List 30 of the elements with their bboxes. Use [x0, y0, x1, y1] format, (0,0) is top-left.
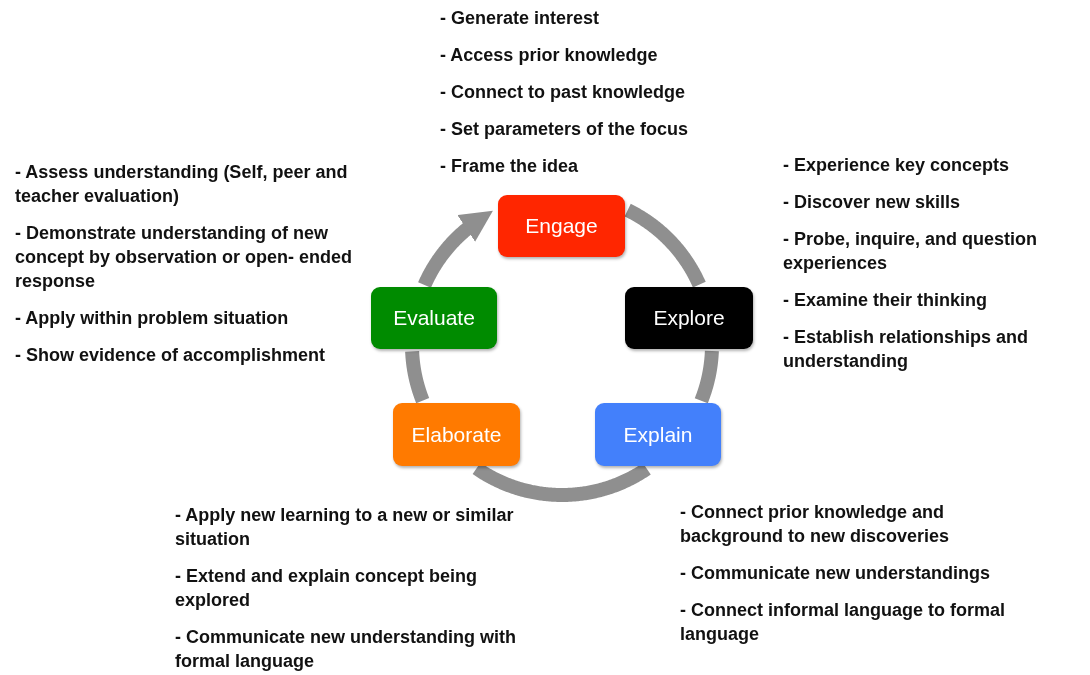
- bullet-text: - Communicate new understandings: [680, 562, 992, 585]
- bullet-text: - Communicate new understanding with formal language: [175, 626, 517, 673]
- bullet-text: - Access prior knowledge: [440, 44, 659, 67]
- bullet-text: - Probe, inquire, and question experiences: [783, 228, 1038, 275]
- bullet-text: - Generate interest: [440, 7, 601, 30]
- stage-label: Elaborate: [411, 422, 502, 447]
- stage-box: [393, 403, 520, 466]
- bullet-text: - Assess understanding (Self, peer and teacher evaluation): [15, 161, 349, 208]
- bullet-text: - Connect to past knowledge: [440, 81, 686, 104]
- stage-label: Explore: [653, 306, 725, 330]
- bullet-text: - Demonstrate understanding of new concept by observation or open- ended response: [15, 222, 354, 293]
- bullet-text: - Extend and explain concept being explored: [175, 565, 479, 612]
- stage-box: [625, 287, 753, 349]
- bullet-text: - Connect prior knowledge and background to new discoveries: [680, 501, 951, 548]
- bullet-text: - Set parameters of the focus: [440, 118, 690, 141]
- stage-label: Evaluate: [393, 306, 475, 330]
- bullet-text: - Experience key concepts: [783, 154, 1011, 177]
- bullet-text: - Frame the idea: [440, 155, 580, 178]
- stage-box: [498, 195, 625, 257]
- stage-label: Engage: [525, 214, 598, 238]
- stage-box: [371, 287, 497, 349]
- bullet-text: - Apply within problem situation: [15, 307, 290, 330]
- bullet-text: - Establish relationships and understanding: [783, 326, 1030, 373]
- bullet-text: - Show evidence of accomplishment: [15, 344, 327, 367]
- stage-box: [595, 403, 721, 466]
- bullet-text: - Apply new learning to a new or similar situation: [175, 504, 515, 551]
- bullet-text: - Connect informal language to formal language: [680, 599, 1007, 646]
- bullet-text: - Examine their thinking: [783, 289, 989, 312]
- stage-label: Explain: [623, 422, 693, 447]
- bullet-text: - Discover new skills: [783, 191, 962, 214]
